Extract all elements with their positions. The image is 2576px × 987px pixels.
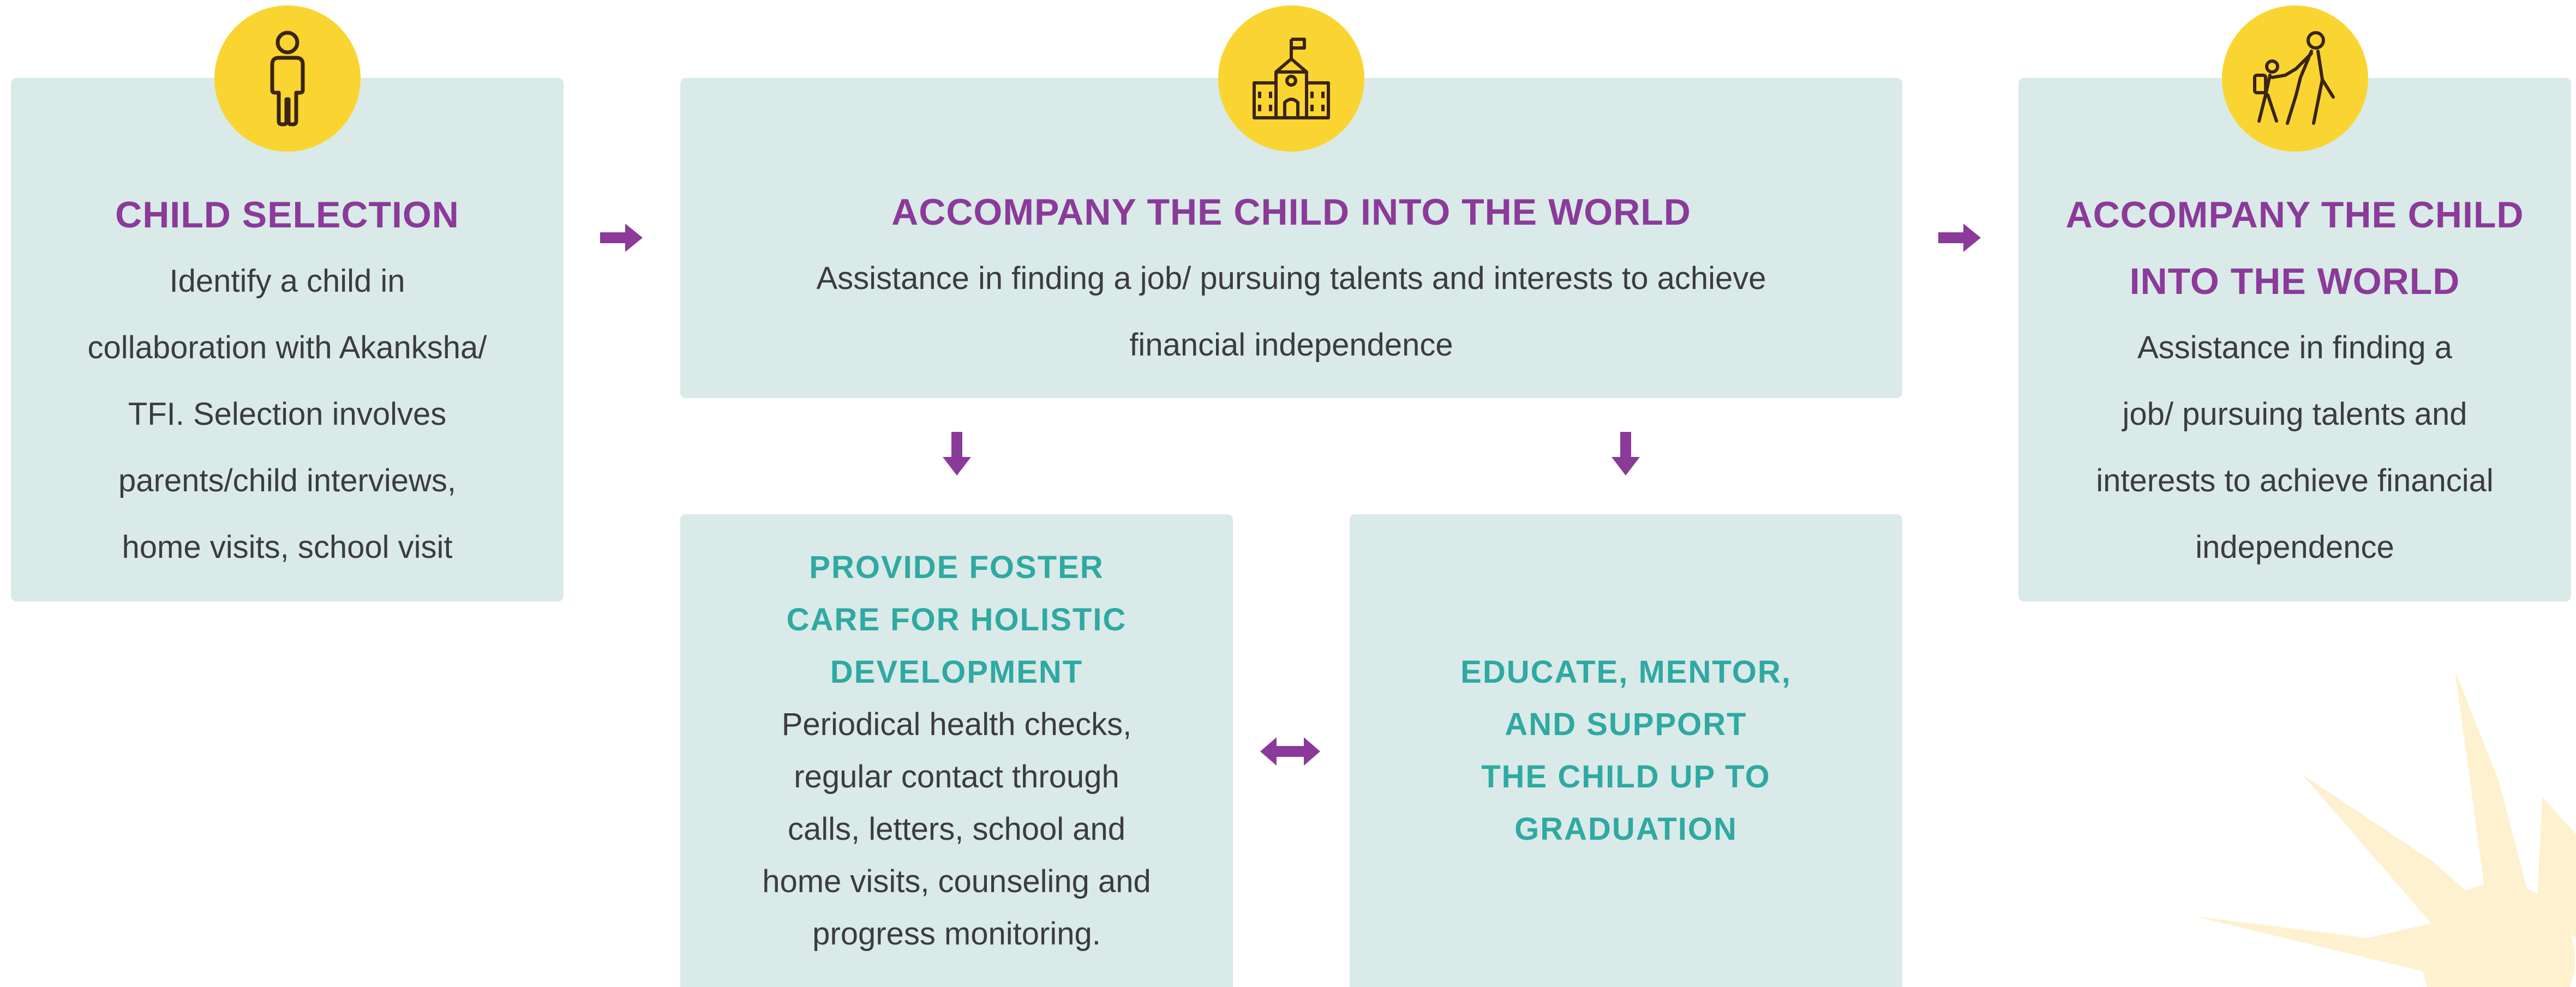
accompany-center-badge — [1218, 5, 1364, 152]
child-selection-title: CHILD SELECTION — [115, 194, 459, 236]
foster-care-body: Periodical health checks, regular contac… — [762, 707, 1151, 952]
educate-card: EDUCATE, MENTOR, AND SUPPORT THE CHILD U… — [1350, 514, 1902, 987]
child-selection-card: CHILD SELECTION Identify a child in coll… — [11, 78, 564, 601]
sunburst-decoration — [2193, 671, 2576, 987]
foster-care-card: PROVIDE FOSTER CARE FOR HOLISTIC DEVELOP… — [680, 514, 1233, 987]
accompany-right-badge — [2222, 5, 2368, 152]
educate-title: EDUCATE, MENTOR, AND SUPPORT THE CHILD U… — [1460, 654, 1792, 847]
child-icon — [270, 31, 305, 127]
arrow-right-1 — [600, 224, 643, 252]
arrow-right-2 — [1938, 224, 1981, 252]
child-selection-badge — [214, 5, 361, 152]
arrow-bidirectional — [1260, 737, 1320, 766]
accompany-right-card: ACCOMPANY THE CHILD INTO THE WORLD Assis… — [2018, 78, 2571, 601]
child-selection-body: Identify a child in collaboration with A… — [87, 263, 487, 565]
accompany-right-title: ACCOMPANY THE CHILD INTO THE WORLD — [2065, 194, 2524, 302]
arrow-down-left — [943, 432, 971, 476]
accompany-center-body: Assistance in finding a job/ pursuing ta… — [816, 261, 1766, 363]
accompany-right-body: Assistance in finding a job/ pursuing ta… — [2096, 330, 2494, 565]
accompany-center-title: ACCOMPANY THE CHILD INTO THE WORLD — [891, 191, 1691, 233]
adult-child-walking-icon — [2253, 31, 2335, 125]
arrow-down-right — [1612, 432, 1640, 476]
school-icon — [1253, 38, 1330, 119]
foster-care-title: PROVIDE FOSTER CARE FOR HOLISTIC DEVELOP… — [786, 550, 1127, 690]
